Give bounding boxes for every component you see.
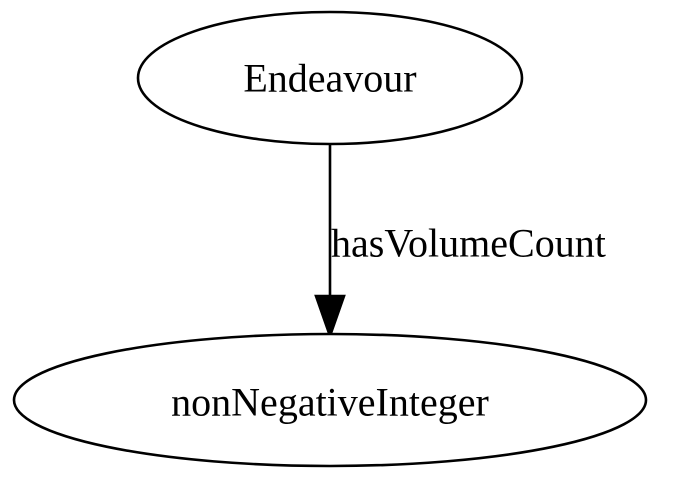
arrowhead-icon [314,294,346,340]
node-nonnegativeinteger-label: nonNegativeInteger [171,380,489,425]
node-endeavour-label: Endeavour [243,56,416,101]
node-endeavour[interactable]: Endeavour [136,10,524,146]
edge-hasvolumecount[interactable]: hasVolumeCount [314,144,606,340]
edge-label: hasVolumeCount [331,221,606,266]
node-nonnegativeinteger[interactable]: nonNegativeInteger [12,332,648,468]
node-nonnegativeinteger-shape [12,332,648,468]
